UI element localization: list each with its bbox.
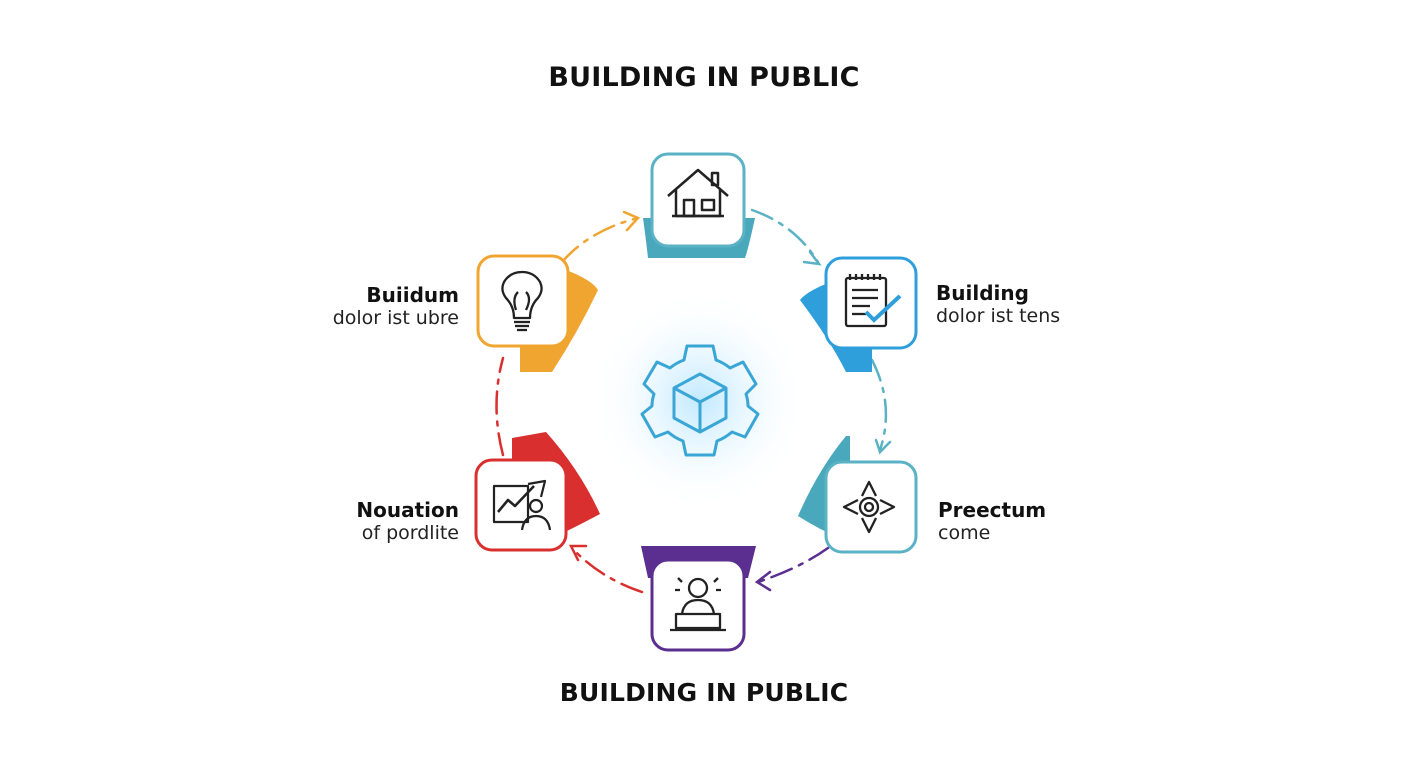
label-upper-right-subtitle: dolor ist tens xyxy=(936,305,1061,327)
cycle-arrows xyxy=(495,208,892,594)
label-lower-left-subtitle: of pordlite xyxy=(361,522,459,544)
arrow-upper-left-to-top xyxy=(560,216,640,264)
label-upper-left-subtitle: dolor ist ubre xyxy=(332,307,459,329)
lightbulb-icon xyxy=(501,270,543,332)
arrow-upper-right-to-lower-right xyxy=(870,358,888,452)
gear-cube-icon xyxy=(640,344,760,457)
label-upper-right: Building dolor ist tens xyxy=(936,281,1060,328)
arrow-bottom-to-lower-left xyxy=(570,546,644,594)
growth-chart-person-icon xyxy=(492,479,552,531)
label-lower-right-title: Preectum xyxy=(938,498,1047,522)
diagram-title: BUILDING IN PUBLIC xyxy=(548,62,860,93)
checklist-icon xyxy=(844,274,902,328)
center-glow xyxy=(590,290,810,510)
node-lower-left xyxy=(474,432,600,552)
node-upper-left xyxy=(476,254,598,372)
house-icon xyxy=(667,168,729,218)
label-lower-right: Preectum come xyxy=(938,498,1046,545)
node-upper-right xyxy=(800,256,918,372)
arrow-lower-right-to-bottom xyxy=(756,546,830,584)
diagram-footer-title: BUILDING IN PUBLIC xyxy=(559,678,849,707)
label-upper-left-title: Buiidum xyxy=(366,283,459,307)
arrows-cross-icon xyxy=(842,480,896,534)
node-lower-right xyxy=(798,436,918,554)
label-lower-right-subtitle: come xyxy=(938,522,991,544)
arrow-top-to-upper-right xyxy=(750,208,820,264)
node-top xyxy=(643,152,755,258)
label-lower-left: Nouation of pordlite xyxy=(356,498,459,545)
label-upper-right-title: Building xyxy=(936,281,1029,305)
label-lower-left-title: Nouation xyxy=(356,498,459,522)
node-bottom xyxy=(641,546,756,652)
label-upper-left: Buiidum dolor ist ubre xyxy=(333,283,459,330)
speaker-podium-icon xyxy=(670,577,726,632)
arrow-lower-left-to-upper-left xyxy=(495,356,505,457)
